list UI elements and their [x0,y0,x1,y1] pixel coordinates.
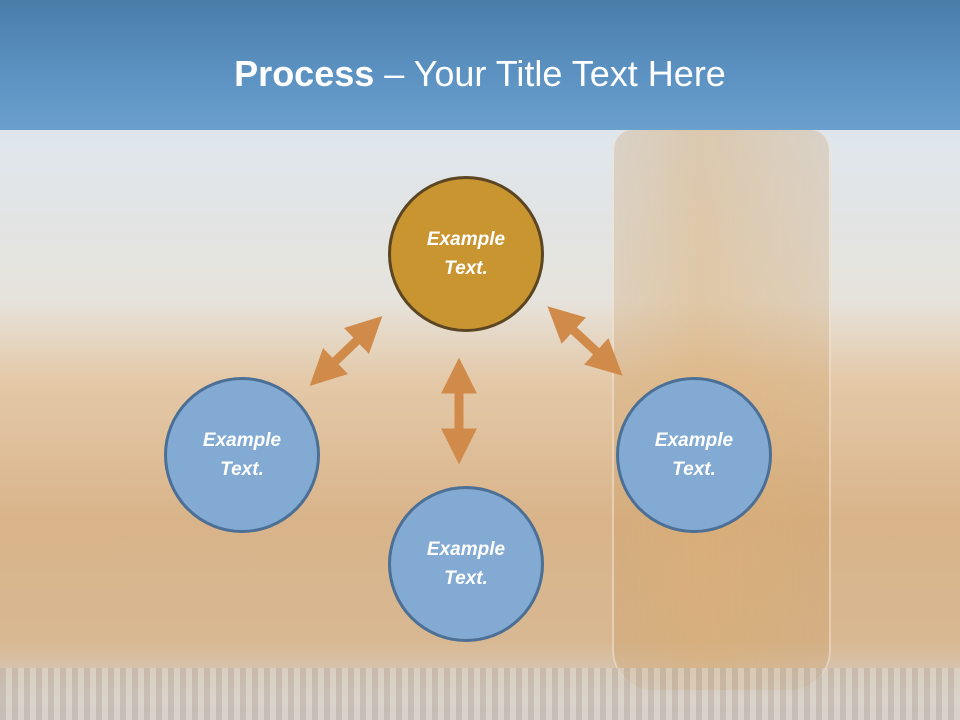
process-node-bottom-label: Example Text. [426,539,506,589]
slide-title[interactable]: Process – Your Title Text Here [0,52,960,96]
title-rest: – Your Title Text Here [374,53,726,94]
process-node-bottom[interactable]: Example Text. [388,486,544,642]
process-node-left-label: Example Text. [202,430,282,480]
title-banner [0,0,960,130]
process-node-left[interactable]: Example Text. [164,377,320,533]
table-surface [0,668,960,720]
process-node-right-label: Example Text. [654,430,734,480]
arrow-center-left [309,316,383,386]
process-node-top-label: Example Text. [426,229,506,279]
title-bold: Process [234,53,375,94]
arrow-center-right [547,306,623,376]
process-node-right[interactable]: Example Text. [616,377,772,533]
process-node-top[interactable]: Example Text. [388,176,544,332]
